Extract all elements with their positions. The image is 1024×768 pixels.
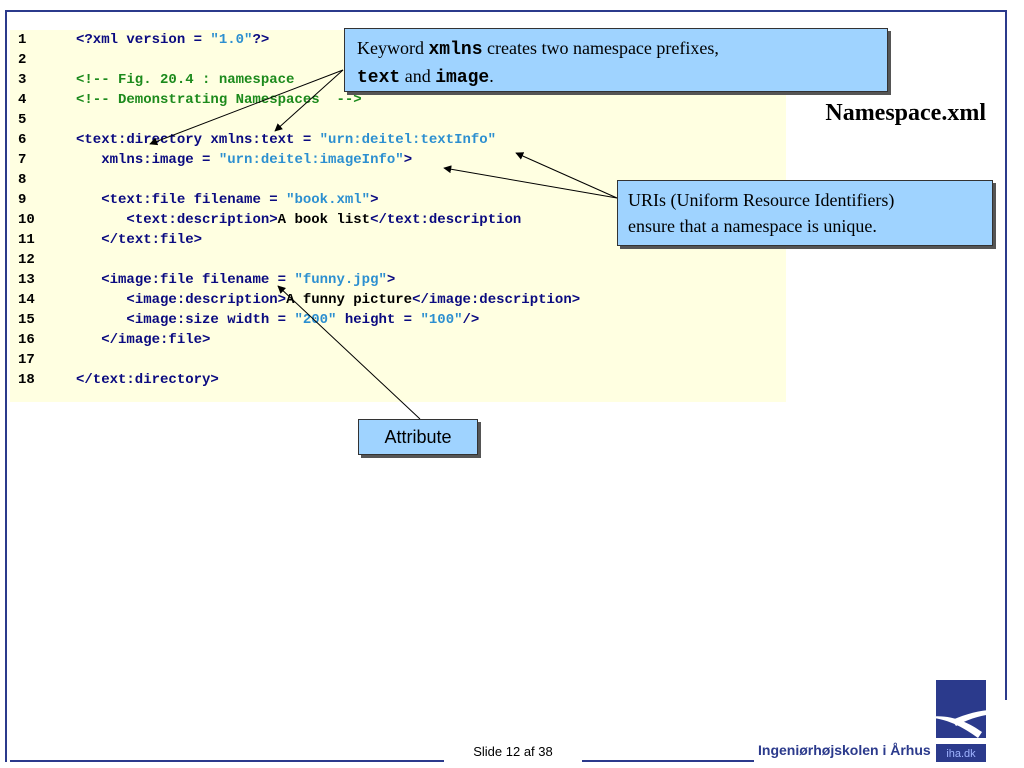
code-token-tag: <text:description>	[126, 212, 278, 228]
code-token-tag: <text:directory xmlns:text =	[76, 132, 320, 148]
code-token-cmt: <!-- Fig. 20.4 : namespace	[76, 72, 295, 88]
code-token-tag: ?>	[252, 32, 270, 48]
xmlns-callout: Keyword xmlns creates two namespace pref…	[344, 28, 888, 92]
callout-text: .	[489, 66, 494, 86]
callout-text: Keyword	[357, 38, 429, 58]
code-token-tag: >	[370, 192, 379, 208]
code-token-str: "urn:deitel:imageInfo"	[218, 152, 404, 168]
code-token-str: "book.xml"	[286, 192, 371, 208]
slide-number: Slide 12 af 38	[473, 744, 553, 759]
code-line: 4 <!-- Demonstrating Namespaces -->	[10, 90, 362, 110]
keyword-xmlns: xmlns	[428, 40, 483, 60]
line-number: 5	[18, 112, 27, 128]
code-indent	[76, 192, 101, 208]
code-line: 17	[10, 350, 76, 370]
code-line: 1 <?xml version = "1.0"?>	[10, 30, 269, 50]
footer-rule-left	[10, 760, 444, 762]
keyword-image: image	[435, 68, 490, 88]
line-number: 1	[18, 32, 27, 48]
code-token-tag: xmlns:image =	[101, 152, 219, 168]
code-token-tag: </text:directory>	[76, 372, 219, 388]
callout-text: and	[400, 66, 436, 86]
line-number: 11	[18, 232, 35, 248]
attribute-callout: Attribute	[358, 419, 478, 455]
code-line: 8	[10, 170, 76, 190]
code-line: 6 <text:directory xmlns:text = "urn:deite…	[10, 130, 496, 150]
line-number: 4	[18, 92, 27, 108]
code-line: 13 <image:file filename = "funny.jpg">	[10, 270, 395, 290]
code-token-tag: </text:description	[370, 212, 522, 228]
uri-callout-line2: ensure that a namespace is unique.	[628, 216, 877, 236]
code-line: 16 </image:file>	[10, 330, 210, 350]
line-number: 15	[18, 312, 35, 328]
iha-logo-icon: iha.dk	[922, 680, 992, 762]
code-line: 9 <text:file filename = "book.xml">	[10, 190, 378, 210]
line-number: 6	[18, 132, 27, 148]
line-number: 7	[18, 152, 27, 168]
code-token-tag: />	[462, 312, 480, 328]
footer-rule-mid	[582, 760, 754, 762]
code-token-str: "100"	[420, 312, 463, 328]
line-number: 18	[18, 372, 35, 388]
line-number: 3	[18, 72, 27, 88]
code-line: 10 <text:description>A book list</text:d…	[10, 210, 521, 230]
code-token-tag: <text:file filename =	[101, 192, 287, 208]
code-token-tag: </image:description>	[412, 292, 581, 308]
line-number: 8	[18, 172, 27, 188]
code-token-tag: >	[403, 152, 413, 168]
code-indent	[76, 292, 126, 308]
line-number: 12	[18, 252, 35, 268]
line-number: 14	[18, 292, 35, 308]
code-line: 12	[10, 250, 76, 270]
code-token-str: "200"	[294, 312, 337, 328]
code-line: 5	[10, 110, 76, 130]
code-indent	[76, 332, 101, 348]
code-token-tag: height =	[336, 312, 421, 328]
code-token-tag: </text:file>	[101, 232, 203, 248]
code-line: 2	[10, 50, 76, 70]
code-token-txt: A funny picture	[286, 292, 413, 308]
code-indent	[76, 152, 101, 168]
code-token-cmt: <!-- Demonstrating Namespaces -->	[76, 92, 362, 108]
code-token-tag: <image:description>	[126, 292, 287, 308]
code-token-tag: <?xml version =	[76, 32, 211, 48]
code-line: 7 xmlns:image = "urn:deitel:imageInfo">	[10, 150, 412, 170]
organization-name: Ingeniørhøjskolen i Århus	[758, 742, 931, 758]
code-token-tag: <image:size width =	[126, 312, 295, 328]
code-line: 15 <image:size width = "200" height = "1…	[10, 310, 479, 330]
file-title: Namespace.xml	[825, 100, 986, 126]
line-number: 2	[18, 52, 27, 68]
code-indent	[76, 232, 101, 248]
uri-callout: URIs (Uniform Resource Identifiers) ensu…	[617, 180, 993, 246]
logo-text: iha.dk	[946, 748, 976, 760]
code-token-str: "1.0"	[210, 32, 253, 48]
code-token-txt: A book list	[277, 212, 371, 228]
code-token-tag: <image:file filename =	[101, 272, 295, 288]
code-indent	[76, 272, 101, 288]
code-token-tag: </image:file>	[101, 332, 211, 348]
code-line: 11 </text:file>	[10, 230, 202, 250]
frame-right-rule	[1005, 10, 1007, 700]
frame-left-rule	[5, 10, 7, 762]
line-number: 16	[18, 332, 35, 348]
line-number: 10	[18, 212, 35, 228]
line-number: 9	[18, 192, 27, 208]
code-token-str: "urn:deitel:textInfo"	[319, 132, 497, 148]
keyword-text: text	[357, 68, 401, 88]
code-line: 14 <image:description>A funny picture</i…	[10, 290, 580, 310]
callout-text: creates two namespace prefixes,	[482, 38, 719, 58]
frame-top-rule	[5, 10, 1007, 12]
code-token-tag: >	[386, 272, 396, 288]
uri-callout-line1: URIs (Uniform Resource Identifiers)	[628, 190, 895, 210]
code-indent	[76, 312, 126, 328]
code-token-str: "funny.jpg"	[294, 272, 387, 288]
line-number: 17	[18, 352, 35, 368]
code-line: 18 </text:directory>	[10, 370, 219, 390]
code-line: 3 <!-- Fig. 20.4 : namespace	[10, 70, 294, 90]
line-number: 13	[18, 272, 35, 288]
code-indent	[76, 212, 126, 228]
